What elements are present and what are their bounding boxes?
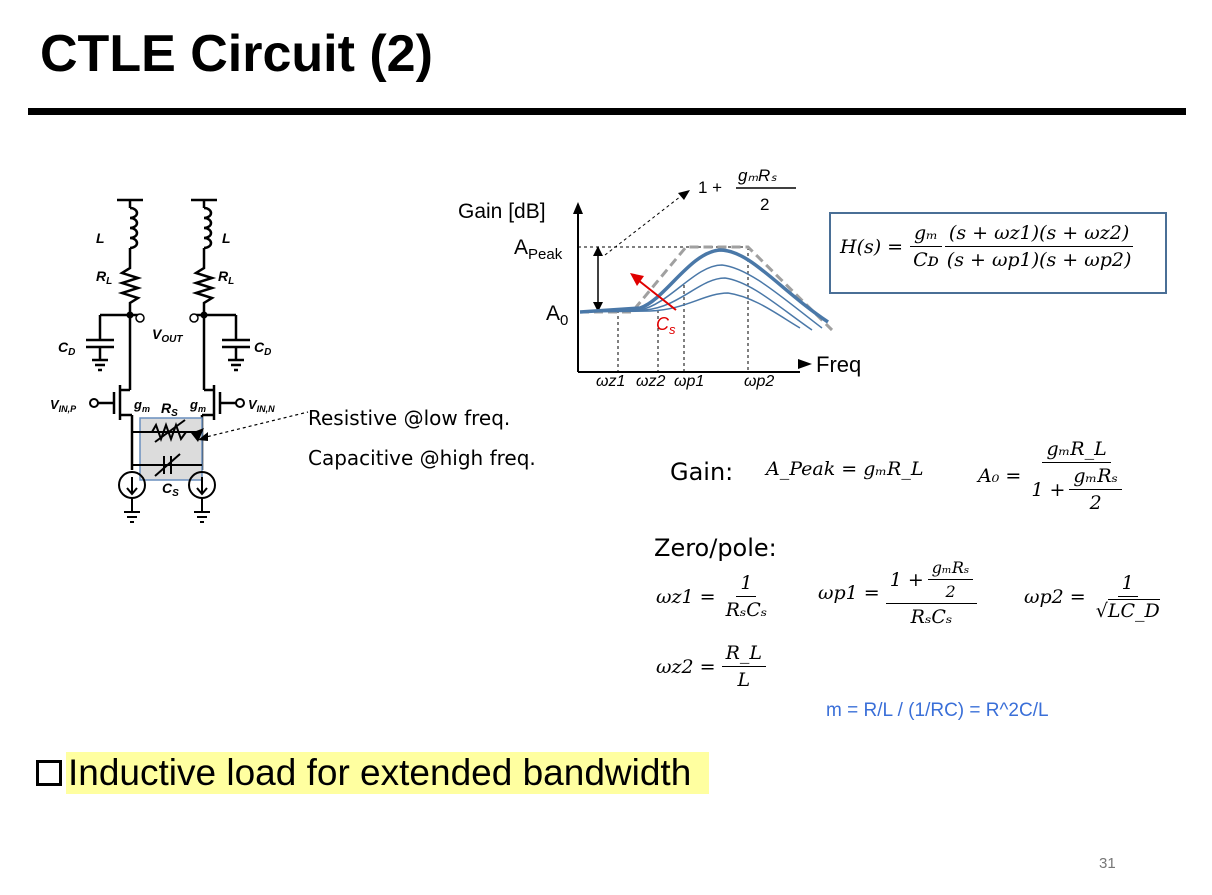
label-cd-right: CD [254, 339, 271, 358]
gain-curve-4 [579, 292, 801, 329]
tick-wp1: ωp1 [674, 373, 704, 390]
a0-den-one: 1 + [1031, 478, 1066, 501]
inductor-right [203, 206, 213, 250]
wz2-lhs: ωz2 = [656, 655, 716, 678]
a0-label: A0 [546, 302, 568, 329]
wp2-den: LC_D [1107, 599, 1160, 622]
label-vout: VOUT [152, 326, 183, 345]
note-capacitive: Capacitive @high freq. [308, 446, 536, 470]
m-ratio-note: m = R/L / (1/RC) = R^2C/L [826, 700, 1049, 721]
page-number: 31 [1099, 855, 1116, 872]
label-rl-left: RL [96, 268, 112, 287]
tick-wz2: ωz2 [636, 373, 665, 390]
wz1-num: 1 [736, 572, 757, 597]
slide-title: CTLE Circuit (2) [40, 25, 433, 83]
y-axis-label: Gain [dB] [458, 200, 546, 223]
a0-num: gₘR_L [1042, 438, 1111, 463]
wz1-lhs: ωz1 = [656, 585, 716, 608]
tick-wp2: ωp2 [744, 373, 774, 390]
wp2-lhs: ωp2 = [1024, 586, 1086, 608]
cs-arrow [637, 279, 677, 311]
label-rl-right: RL [218, 268, 234, 287]
label-cd-left: CD [58, 339, 75, 358]
bullet-item: Inductive load for extended bandwidth [36, 752, 710, 794]
wp1-den: RₛCₛ [910, 606, 953, 628]
resistor-right [191, 248, 217, 315]
title-divider [28, 108, 1186, 115]
x-axis-label: Freq [816, 352, 861, 377]
gain-curve-2 [579, 264, 823, 329]
inductor-left [129, 206, 139, 250]
wz2-num: R_L [721, 642, 766, 667]
a0-den-num: gₘRₛ [1069, 465, 1122, 490]
gain-plot: Cs Gain [dB] APeak A0 Freq ωz1 ωz2 ωp1 ω… [458, 166, 861, 390]
label-cs: CS [162, 480, 179, 499]
apeak-equation: A_Peak = gₘR_L [766, 458, 924, 480]
label-rs: RS [161, 400, 178, 419]
checkbox-bullet-icon [36, 760, 62, 786]
arrow-label-one: 1 + [698, 178, 722, 197]
apeak-label: APeak [514, 236, 563, 263]
gain-label: Gain: [670, 458, 734, 486]
tick-wz1: ωz1 [596, 373, 625, 390]
wp1-num-den: 2 [945, 582, 956, 601]
cs-arrow-label: Cs [656, 314, 676, 337]
note-resistive: Resistive @low freq. [308, 406, 511, 430]
wz1-den: RₛCₛ [725, 599, 768, 621]
transfer-function-box [829, 212, 1167, 294]
tf-num-b: (s + ωz1)(s + ωz2) [944, 222, 1134, 247]
label-l-right: L [222, 230, 231, 246]
resistor-left [117, 248, 143, 315]
label-l-left: L [96, 230, 105, 246]
wp1-lhs: ωp1 = [818, 582, 880, 604]
wp2-num: 1 [1117, 572, 1138, 597]
label-vinp: VIN,P [50, 397, 77, 414]
ctle-schematic: L L RL RL VOUT CD CD VIN,P VIN,N gm gm R… [50, 198, 309, 523]
tf-lhs: H(s) = [840, 235, 904, 258]
wp1-equation: ωp1 = 1 + gₘRₛ 2 RₛCₛ [818, 558, 978, 628]
wp1-num-num: gₘRₛ [927, 558, 974, 580]
tf-den-a: Cᴅ [913, 249, 939, 271]
label-gm-left: gm [133, 397, 150, 414]
arrow-label-den: 2 [760, 195, 769, 214]
arrow-label-num: gₘRₛ [738, 166, 777, 185]
tf-num-a: gₘ [910, 222, 942, 247]
a0-lhs: A₀ = [978, 465, 1022, 487]
wp1-num-one: 1 + [889, 568, 924, 591]
a0-den-den: 2 [1089, 492, 1102, 514]
bullet-text: Inductive load for extended bandwidth [66, 752, 710, 794]
wp2-equation: ωp2 = 1 √LC_D [1024, 572, 1164, 622]
gain-curve-3 [579, 277, 813, 331]
label-gm-right: gm [189, 397, 206, 414]
wz2-den: L [737, 669, 751, 691]
label-vinn: VIN,N [248, 397, 275, 414]
zeropole-label: Zero/pole: [654, 534, 777, 562]
tf-den-b: (s + ωp1)(s + ωp2) [946, 249, 1132, 271]
sqrt-icon: √ [1095, 599, 1108, 622]
